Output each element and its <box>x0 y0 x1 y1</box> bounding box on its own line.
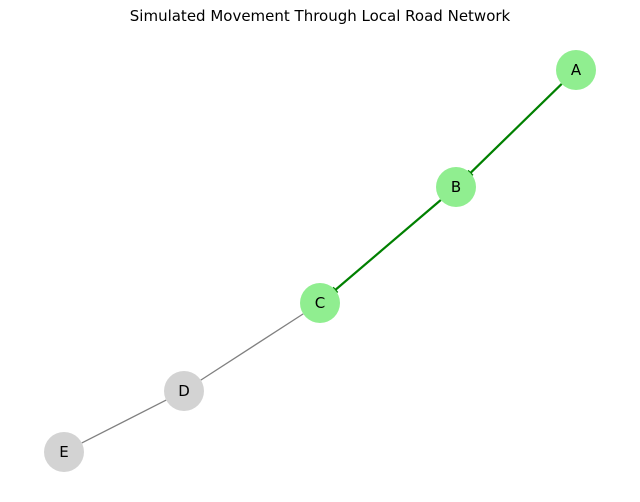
node-label: D <box>178 382 190 400</box>
node-b: B <box>436 167 476 207</box>
edge-b-c <box>334 199 442 291</box>
edge-c-d <box>200 313 304 381</box>
node-circle <box>300 283 340 323</box>
node-label: E <box>59 443 68 461</box>
arrowhead-b <box>467 169 474 177</box>
edges-layer <box>81 83 563 444</box>
node-circle <box>164 371 204 411</box>
edge-a-b <box>469 83 563 174</box>
node-circle <box>556 50 596 90</box>
edge-d-e <box>81 399 167 444</box>
node-label: A <box>571 61 582 79</box>
node-e: E <box>44 432 84 472</box>
node-label: B <box>451 178 461 196</box>
node-circle <box>44 432 84 472</box>
node-circle <box>436 167 476 207</box>
arrowhead-c <box>332 286 339 294</box>
node-label: C <box>315 294 325 312</box>
node-a: A <box>556 50 596 90</box>
nodes-layer: A B C D E <box>44 50 596 472</box>
node-d: D <box>164 371 204 411</box>
node-c: C <box>300 283 340 323</box>
diagram-title: Simulated Movement Through Local Road Ne… <box>129 7 511 25</box>
